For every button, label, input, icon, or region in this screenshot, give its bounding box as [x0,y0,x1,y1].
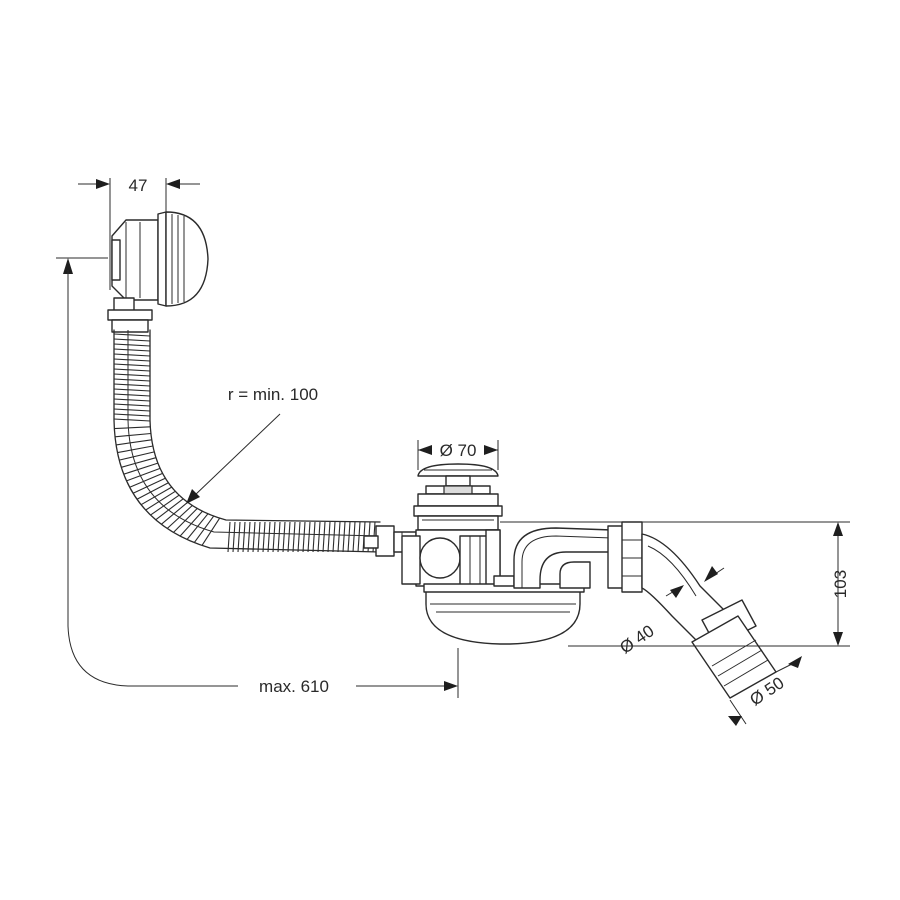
hose-rib [113,353,151,357]
hose-rib [160,501,188,525]
dim-label-bend-radius: r = min. 100 [228,385,318,404]
hose-rib [119,451,155,461]
dim-label-103: 103 [831,570,850,598]
hose-rib [247,521,251,553]
hose-rib [113,373,151,377]
hose-rib [267,521,271,553]
hose-rib [357,521,361,553]
hose-rib [113,333,151,337]
hose-rib [136,482,169,500]
hose-rib [113,388,151,392]
hose-rib [155,498,184,521]
hose-rib [262,521,266,553]
hose-rib [237,521,241,553]
hose-rib [150,494,180,516]
hose-rib [132,477,166,494]
hose-rib [114,426,151,430]
dimension-diameter-70: Ø 70 [417,440,499,470]
hose-rib [282,521,286,553]
hose-rib [322,521,326,553]
dimension-47: 47 [78,176,200,290]
hose-rib [252,521,256,553]
hose-rib [342,521,346,553]
hose-rib [292,521,296,553]
hose-rib [337,521,341,553]
hose-rib [113,403,151,407]
hose-rib [113,378,151,382]
hose-rib [129,472,163,488]
hose-rib [327,521,331,553]
hose-rib [302,521,306,553]
hose-rib [232,521,236,553]
outlet-elbow [607,521,777,699]
hose-rib [113,348,151,352]
hose-rib [123,462,159,475]
hose-rib [116,439,152,446]
dimension-103: 103 [500,521,850,647]
hose-rib [113,343,151,347]
hose-rib [113,368,151,372]
hose-rib [121,457,157,468]
hose-rib [113,383,151,387]
hose-rib [113,358,151,362]
trap [423,527,613,645]
hose-rib [287,521,291,553]
hose-rib [126,467,161,482]
hose-rib [113,408,151,412]
hose-rib [201,517,221,546]
dim-label-47: 47 [129,176,148,195]
hose-rib [140,486,172,506]
hose-rib [113,398,151,402]
hose-rib [242,521,246,553]
hose-rib [114,432,151,438]
hose-rib [117,445,154,454]
hose-rib [352,521,356,553]
hose-rib [173,508,198,533]
hose-rib [272,521,276,553]
hose-rib [312,521,316,553]
hose-rib [179,510,203,537]
overflow-head [107,211,209,333]
corrugated-hose [113,329,381,553]
hose-rib [193,515,215,543]
hose-rib [113,338,151,342]
dimension-bend-radius: r = min. 100 [186,385,318,504]
hose-ribs [113,333,376,553]
hose-rib [113,413,151,417]
hose-rib [186,513,209,540]
hose-rib [113,363,151,367]
hose-rib [297,521,301,553]
hose-rib [332,521,336,553]
hose-rib [166,505,193,529]
hose-rib [113,418,151,422]
hose-rib [307,521,311,553]
hose-rib [257,521,261,553]
dim-label-max-610: max. 610 [259,677,329,696]
dim-label-diameter-70: Ø 70 [440,441,477,460]
hose-rib [145,490,176,511]
hose-rib [277,521,281,553]
hose-rib [227,521,231,553]
hose-rib [347,521,351,553]
hose-rib [317,521,321,553]
dimension-max-610: max. 610 [56,257,459,698]
waste-valve [401,463,503,587]
dim-label-diameter-40: Ø 40 [616,621,657,657]
hose-rib [113,393,151,397]
